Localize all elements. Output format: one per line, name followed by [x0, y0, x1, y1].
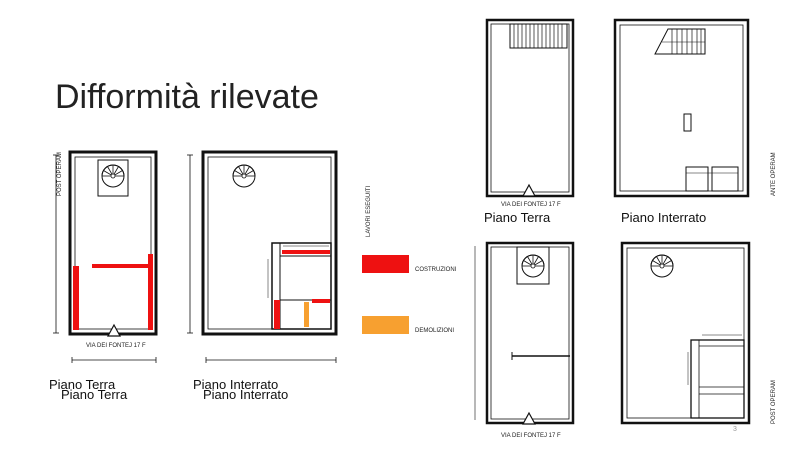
- ante-plan-piano-terra: [485, 18, 575, 198]
- legend-heading: LAVORI ESEGUITI: [366, 185, 372, 237]
- ante-plan-label-piano-terra: Piano Terra: [484, 210, 551, 225]
- post-operam-side-label: POST OPERAM: [57, 152, 63, 196]
- ante-plan-piano-interrato: [613, 18, 750, 198]
- ante-operam-side-label: ANTE OPERAM: [771, 152, 777, 196]
- left-plan-piano-terra: [53, 150, 158, 363]
- straight-staircase-icon: [509, 23, 568, 49]
- street-label: VIA DEI FONTEJ 17 F: [86, 343, 146, 349]
- street-label: VIA DEI FONTEJ 17 F: [501, 433, 561, 439]
- spiral-staircase-icon: [232, 164, 256, 188]
- legend-swatch-demolizioni: [362, 316, 409, 334]
- post-operam-side-label: POST OPERAM: [771, 380, 777, 424]
- entrance-arrow-icon: [522, 184, 536, 197]
- spiral-staircase-icon: [101, 164, 125, 188]
- plan-label-piano-terra-secondary: Piano Terra: [61, 387, 128, 402]
- street-label: VIA DEI FONTEJ 17 F: [501, 202, 561, 208]
- post-plan-piano-terra: [474, 241, 575, 425]
- slide-title: Difformità rilevate: [55, 78, 319, 116]
- ante-plan-label-piano-interrato: Piano Interrato: [621, 210, 707, 225]
- left-plan-piano-interrato: [187, 150, 338, 363]
- post-plan-piano-interrato: [620, 241, 751, 425]
- legend-swatch-costruzioni: [362, 255, 409, 273]
- straight-staircase-icon: [654, 28, 706, 55]
- plan-label-piano-terra: Piano Terra: [49, 377, 116, 392]
- plan-label-piano-interrato: Piano Interrato: [193, 377, 279, 392]
- spiral-staircase-icon: [521, 254, 545, 278]
- entrance-arrow-icon: [522, 412, 536, 425]
- entrance-arrow-icon: [107, 324, 121, 337]
- page-number: 3: [733, 426, 737, 433]
- spiral-staircase-icon: [650, 254, 674, 278]
- legend-label-demolizioni: DEMOLIZIONI: [415, 328, 455, 334]
- plan-label-piano-interrato-secondary: Piano Interrato: [203, 387, 289, 402]
- legend-label-costruzioni: COSTRUZIONI: [415, 267, 457, 273]
